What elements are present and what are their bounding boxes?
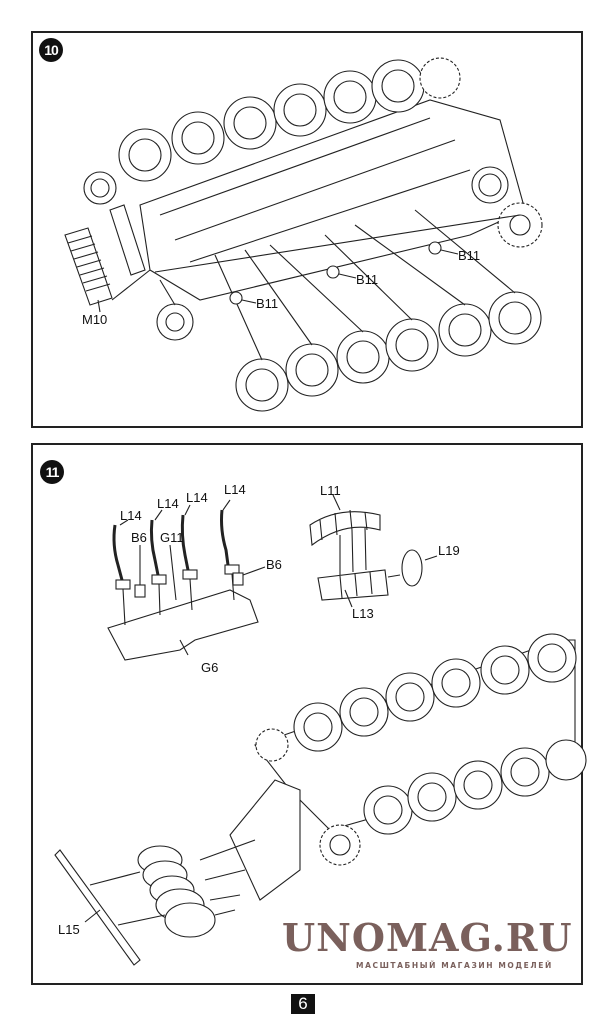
upper-road-wheels: [293, 633, 577, 752]
part-label-l13: L13: [352, 606, 374, 621]
plate-g6: [107, 589, 259, 661]
part-label-l11: L11: [320, 483, 341, 498]
part-label-b6: B6: [131, 530, 147, 545]
sprocket-upper: [419, 57, 461, 99]
part-label-l14: L14: [157, 496, 179, 511]
part-label-m10: M10: [82, 312, 108, 327]
part-label-g6: G6: [201, 660, 219, 675]
part-label-l14: L14: [186, 490, 208, 505]
part-label-b11: B11: [256, 296, 279, 311]
sprocket: [255, 728, 289, 762]
part-label-b6: B6: [266, 557, 282, 572]
part-label-l14: L14: [120, 508, 142, 523]
watermark-subtitle: МАСШТАБНЫЙ МАГАЗИН МОДЕЛЕЙ: [356, 961, 553, 970]
part-l19: [401, 549, 423, 587]
disc-assembly: [164, 902, 216, 938]
part-label-b11: B11: [458, 248, 481, 263]
lower-road-wheels: [235, 291, 542, 412]
part-label-b11: B11: [356, 272, 379, 287]
part-label-l14: L14: [224, 482, 246, 497]
shaft-l15: [54, 849, 141, 966]
step-10-badge: 10: [39, 38, 63, 62]
part-l11: [309, 511, 381, 547]
part-label-g11: G11: [160, 530, 184, 545]
lower-road-wheels: [363, 739, 587, 835]
watermark-logo: UNOMAG.RU: [282, 915, 573, 960]
part-label-l15: L15: [58, 922, 80, 937]
part-label-l19: L19: [438, 543, 460, 558]
page-number: 6: [291, 994, 315, 1014]
hull-body: [139, 99, 526, 301]
step-11-badge: 11: [40, 460, 64, 484]
part-l13: [317, 569, 389, 601]
sprocket-right: [497, 202, 543, 248]
track-link-m10: [64, 227, 113, 306]
